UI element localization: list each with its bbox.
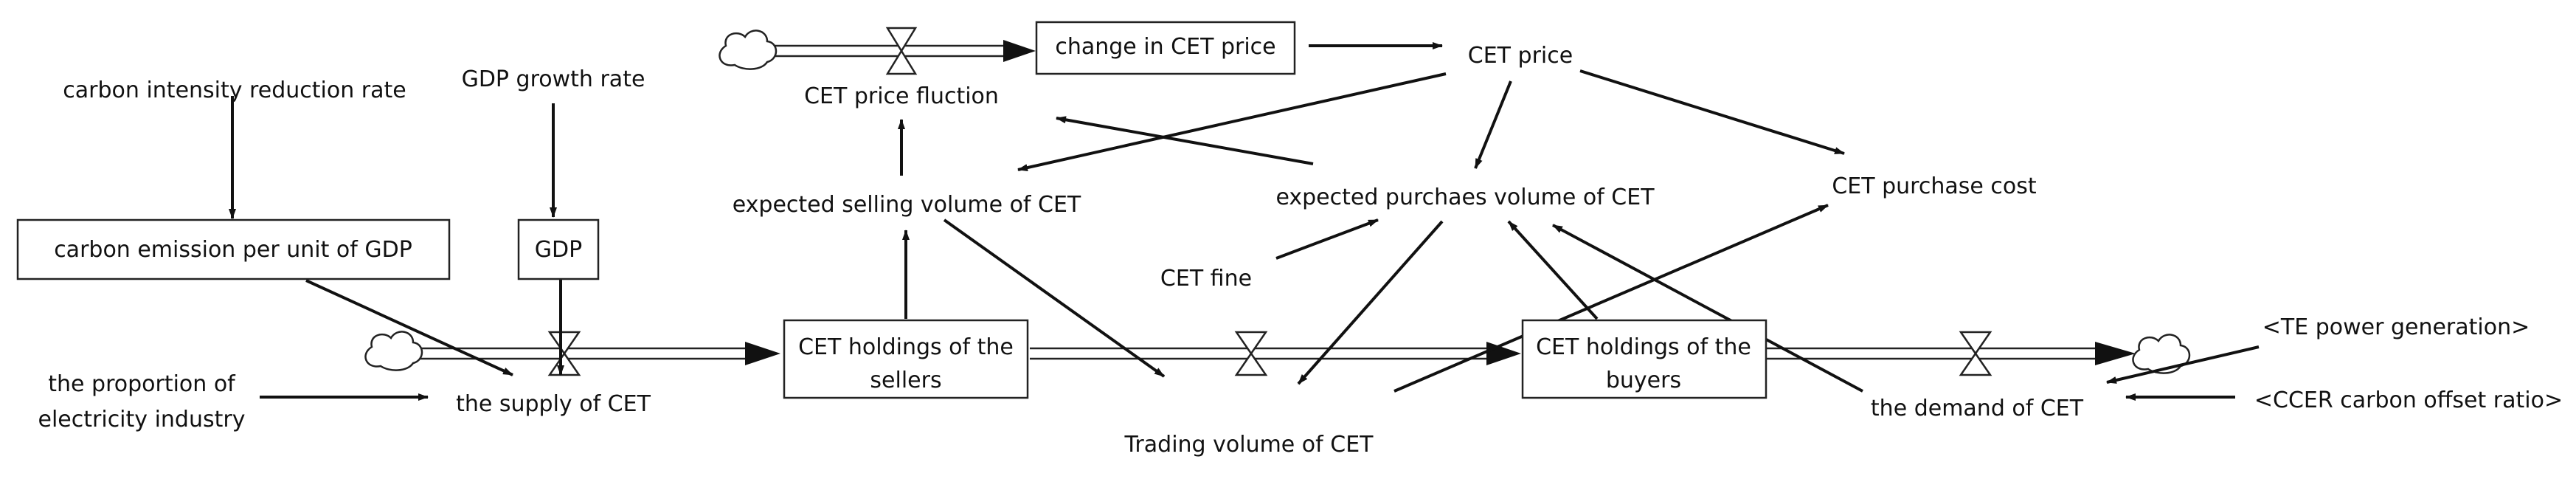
- arrow-expected-selling-to-trading: [943, 218, 1166, 378]
- arrow-trading-to-purchase-cost: [1393, 204, 1829, 393]
- demand-of-cet-label: the demand of CET: [1871, 396, 2084, 421]
- expected-selling-volume-label: expected selling volume of CET: [733, 192, 1081, 218]
- source-cloud-icon: [719, 30, 778, 70]
- cet-purchase-cost-label: CET purchase cost: [1832, 173, 2036, 199]
- arrow-price-to-expected-purchase: [1474, 80, 1512, 169]
- supply-of-cet-label: the supply of CET: [456, 391, 651, 417]
- supply-flow-pipe: [413, 342, 780, 365]
- causal-arrows: [229, 42, 2260, 401]
- cet-fine-label: CET fine: [1160, 266, 1252, 292]
- cet-price-label: CET price: [1468, 43, 1573, 69]
- arrow-emission-to-supply: [305, 279, 513, 376]
- carbon-intensity-reduction-rate-label: carbon intensity reduction rate: [63, 77, 406, 103]
- arrow-buyers-to-expected-purchase: [1507, 220, 1599, 320]
- carbon-emission-per-unit-gdp-box: [16, 218, 451, 280]
- trading-valve-icon: [1234, 331, 1268, 376]
- demand-flow-pipe: [1767, 342, 2136, 365]
- proportion-electricity-label-line1: the proportion of: [48, 371, 236, 397]
- price-fluction-valve-icon: [885, 27, 918, 75]
- cet-price-fluction-label: CET price fluction: [804, 83, 999, 109]
- cet-holdings-buyers-label-line2: buyers: [1606, 368, 1681, 393]
- supply-valve-icon: [547, 331, 581, 376]
- proportion-electricity-label-line2: electricity industry: [38, 407, 246, 433]
- cet-holdings-sellers-label-line1: CET holdings of the: [798, 334, 1014, 360]
- gdp-label: GDP: [535, 237, 582, 263]
- price-change-flow-pipe: [769, 40, 1036, 62]
- source-cloud-icon: [364, 331, 423, 371]
- carbon-emission-per-unit-gdp-label: carbon emission per unit of GDP: [54, 237, 412, 263]
- cet-holdings-buyers-label-line1: CET holdings of the: [1536, 334, 1751, 360]
- arrow-demand-to-expected-purchase: [1552, 224, 1863, 393]
- te-power-generation-label: <TE power generation>: [2262, 314, 2530, 340]
- arrow-price-to-expected-selling: [1017, 72, 1447, 172]
- trading-volume-label: Trading volume of CET: [1124, 432, 1374, 458]
- cet-holdings-buyers-box: [1521, 319, 1767, 399]
- change-in-cet-price-label: change in CET price: [1055, 34, 1275, 60]
- demand-valve-icon: [1959, 331, 1992, 376]
- expected-purchase-volume-label: expected purchaes volume of CET: [1275, 185, 1655, 210]
- arrow-fine-to-expected-purchase: [1275, 218, 1379, 260]
- trading-flow-pipe: [1030, 342, 1521, 365]
- arrow-expected-purchase-to-trading: [1297, 220, 1444, 385]
- gdp-growth-rate-label: GDP growth rate: [462, 66, 645, 92]
- cet-holdings-sellers-box: [783, 319, 1029, 399]
- cet-holdings-sellers-label-line2: sellers: [870, 368, 941, 393]
- arrow-price-to-purchase-cost: [1579, 69, 1845, 155]
- sink-cloud-icon: [2132, 334, 2191, 374]
- gdp-box: [517, 218, 600, 280]
- ccer-carbon-offset-ratio-label: <CCER carbon offset ratio>: [2254, 387, 2563, 413]
- arrow-expected-purchase-to-fluction: [1056, 116, 1314, 165]
- change-in-cet-price-box: [1035, 21, 1296, 75]
- arrow-te-to-demand: [2106, 345, 2260, 384]
